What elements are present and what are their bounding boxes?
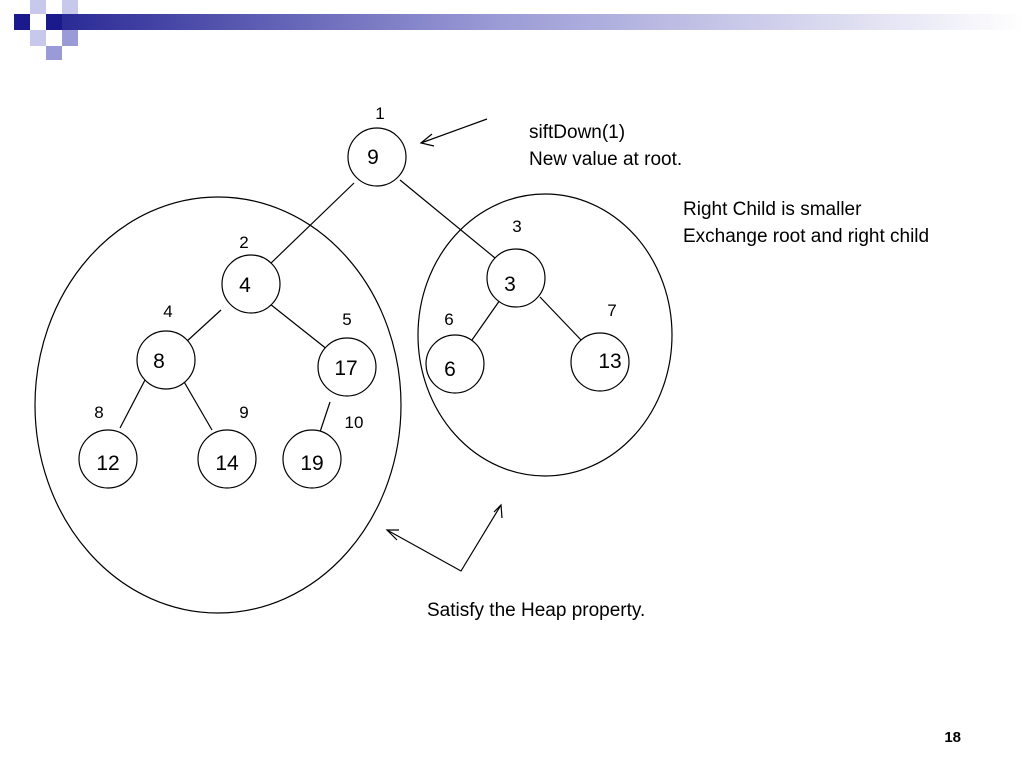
node-circle — [221, 254, 281, 314]
header-square — [46, 14, 62, 30]
node-index: 3 — [512, 217, 521, 236]
heap-property-arrows — [385, 503, 503, 572]
node-value: 4 — [239, 274, 251, 297]
node-circle — [197, 429, 257, 489]
heap-node-7: 13 7 — [570, 301, 630, 392]
edge-9-4 — [268, 182, 355, 266]
right-child-smaller-text: Right Child is smaller — [683, 199, 862, 220]
header-square — [30, 0, 46, 14]
node-circle — [282, 429, 342, 489]
edge-3-13 — [539, 296, 583, 342]
heap-node-2: 4 2 — [221, 233, 281, 314]
edge-9-3 — [399, 179, 496, 259]
page-number: 18 — [944, 729, 961, 746]
node-index: 4 — [163, 302, 172, 321]
edge-8-12 — [119, 379, 146, 429]
new-value-text: New value at root. — [529, 149, 682, 170]
header-square — [62, 30, 78, 46]
node-circle — [570, 332, 630, 392]
node-circle — [317, 337, 377, 397]
node-value: 13 — [598, 350, 621, 373]
header-gradient-bar — [60, 14, 1024, 30]
header-decoration — [14, 0, 1024, 60]
edge-4-17 — [269, 303, 329, 351]
node-index: 7 — [607, 301, 616, 320]
header-square — [14, 14, 30, 30]
header-square — [62, 0, 78, 14]
siftdown-call-text: siftDown(1) — [529, 122, 625, 143]
heap-node-9: 14 9 — [197, 403, 257, 489]
node-value: 6 — [444, 358, 456, 381]
right-subtree-ring — [417, 193, 673, 477]
exchange-text: Exchange root and right child — [683, 226, 929, 247]
edge-3-6 — [471, 299, 501, 341]
node-value: 8 — [153, 350, 165, 373]
node-value: 17 — [334, 357, 357, 380]
node-index: 6 — [444, 310, 453, 329]
root-pointer-arrow — [419, 118, 488, 147]
header-square — [46, 46, 62, 60]
node-circle — [486, 248, 546, 308]
node-index: 8 — [94, 403, 103, 422]
node-value: 12 — [96, 452, 119, 475]
edge-8-14 — [182, 379, 213, 431]
heap-node-8: 12 8 — [78, 403, 138, 489]
heap-node-3: 3 3 — [486, 217, 546, 308]
edge-4-8 — [185, 309, 222, 343]
header-square — [30, 30, 46, 46]
node-circle — [425, 334, 485, 394]
node-index: 9 — [239, 403, 248, 422]
node-value: 14 — [215, 452, 239, 475]
node-value: 19 — [300, 452, 323, 475]
node-circle — [347, 127, 407, 187]
tree-edges — [119, 179, 583, 433]
left-subtree-ring — [34, 196, 402, 614]
heap-node-1: 9 1 — [347, 104, 407, 187]
node-index: 5 — [342, 310, 351, 329]
edge-17-19 — [319, 401, 331, 433]
node-value: 9 — [367, 146, 379, 169]
heap-node-5: 17 5 — [317, 310, 377, 397]
heap-property-text: Satisfy the Heap property. — [427, 600, 645, 621]
heap-node-4: 8 4 — [136, 302, 196, 390]
heap-node-6: 6 6 — [425, 310, 485, 394]
node-value: 3 — [504, 273, 516, 296]
heap-node-10: 19 10 — [282, 413, 364, 489]
node-index: 1 — [375, 104, 384, 123]
node-circle — [78, 429, 138, 489]
node-circle — [136, 330, 196, 390]
node-index: 10 — [345, 413, 364, 432]
node-index: 2 — [239, 233, 248, 252]
